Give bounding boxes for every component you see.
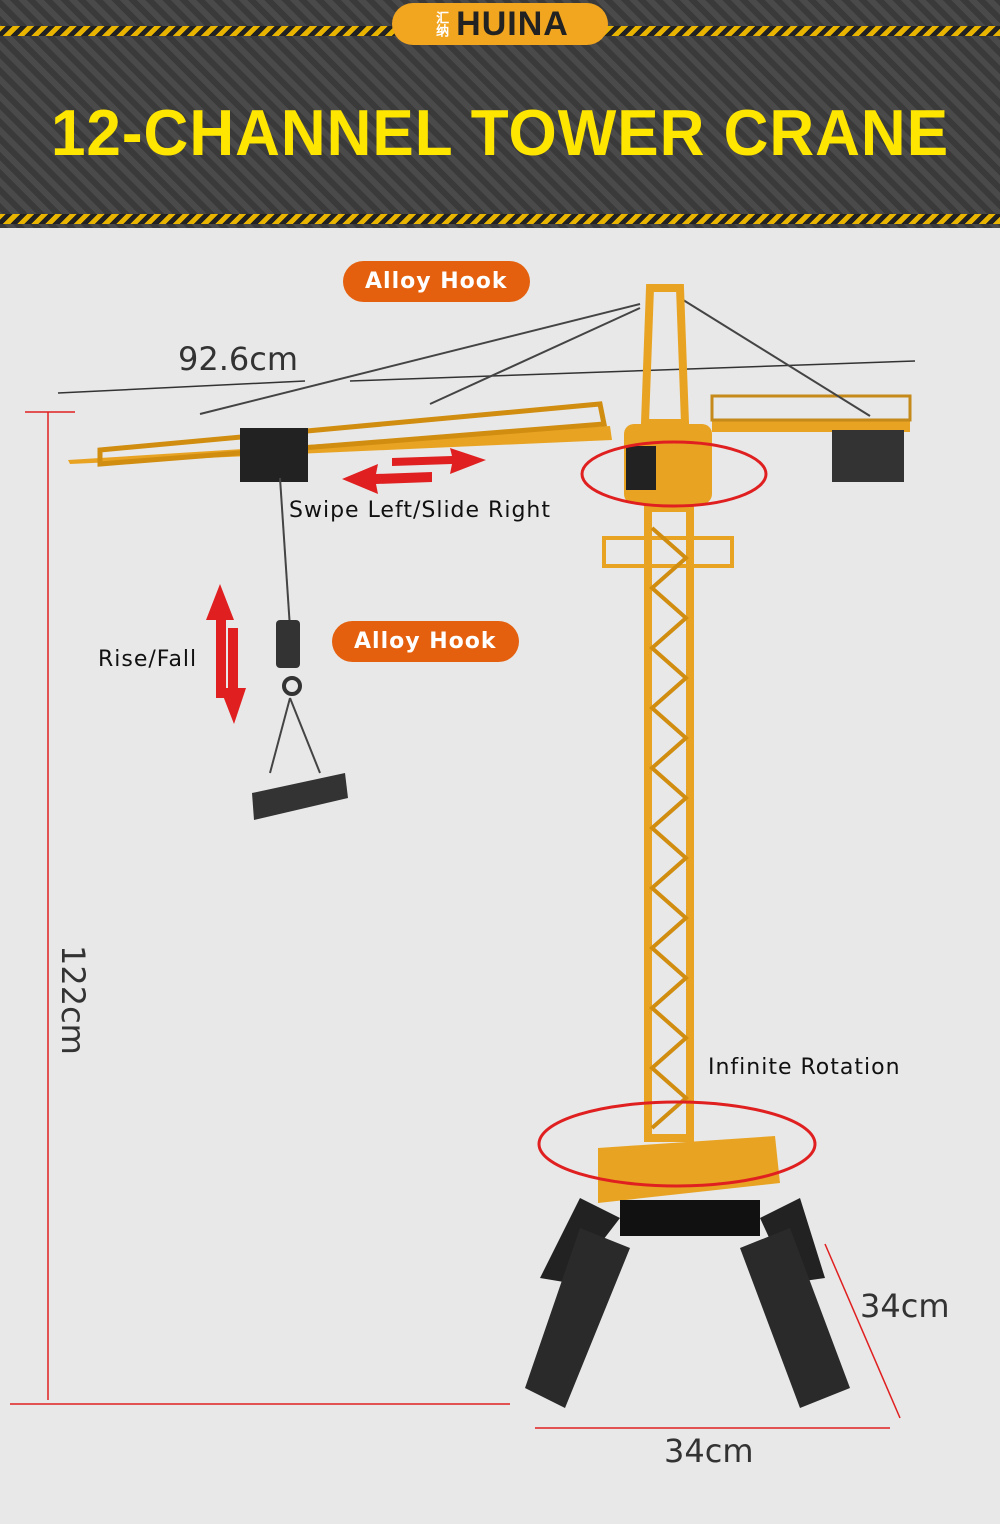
page-title: 12-CHANNEL TOWER CRANE bbox=[50, 97, 950, 170]
crane-jib bbox=[68, 394, 912, 482]
dim-depth: 34cm bbox=[860, 1287, 950, 1325]
callout-alloy-hook-mid: Alloy Hook bbox=[332, 621, 519, 662]
dim-jib: 92.6cm bbox=[178, 340, 299, 378]
dimension-lines bbox=[10, 360, 916, 1429]
tower bbox=[525, 284, 850, 1408]
hook-load bbox=[252, 620, 348, 820]
dim-height: 122cm bbox=[54, 945, 92, 1055]
callout-rotation: Infinite Rotation bbox=[708, 1055, 901, 1080]
crane-illustration bbox=[10, 284, 916, 1429]
brand-logo: 汇纳 HUINA bbox=[392, 3, 608, 45]
cables bbox=[199, 297, 871, 774]
rotation-rings bbox=[537, 440, 817, 1188]
header-banner: 汇纳 HUINA 12-CHANNEL TOWER CRANE bbox=[0, 0, 1000, 228]
dim-width: 34cm bbox=[664, 1432, 754, 1470]
callout-rise-fall: Rise/Fall bbox=[98, 647, 198, 672]
logo-cn: 汇纳 bbox=[433, 11, 449, 37]
logo-en: HUINA bbox=[456, 4, 569, 43]
callout-swipe: Swipe Left/Slide Right bbox=[289, 498, 551, 523]
hazard-stripe bbox=[0, 214, 1000, 224]
callout-alloy-hook-top: Alloy Hook bbox=[343, 261, 530, 302]
motion-arrows bbox=[206, 448, 486, 724]
